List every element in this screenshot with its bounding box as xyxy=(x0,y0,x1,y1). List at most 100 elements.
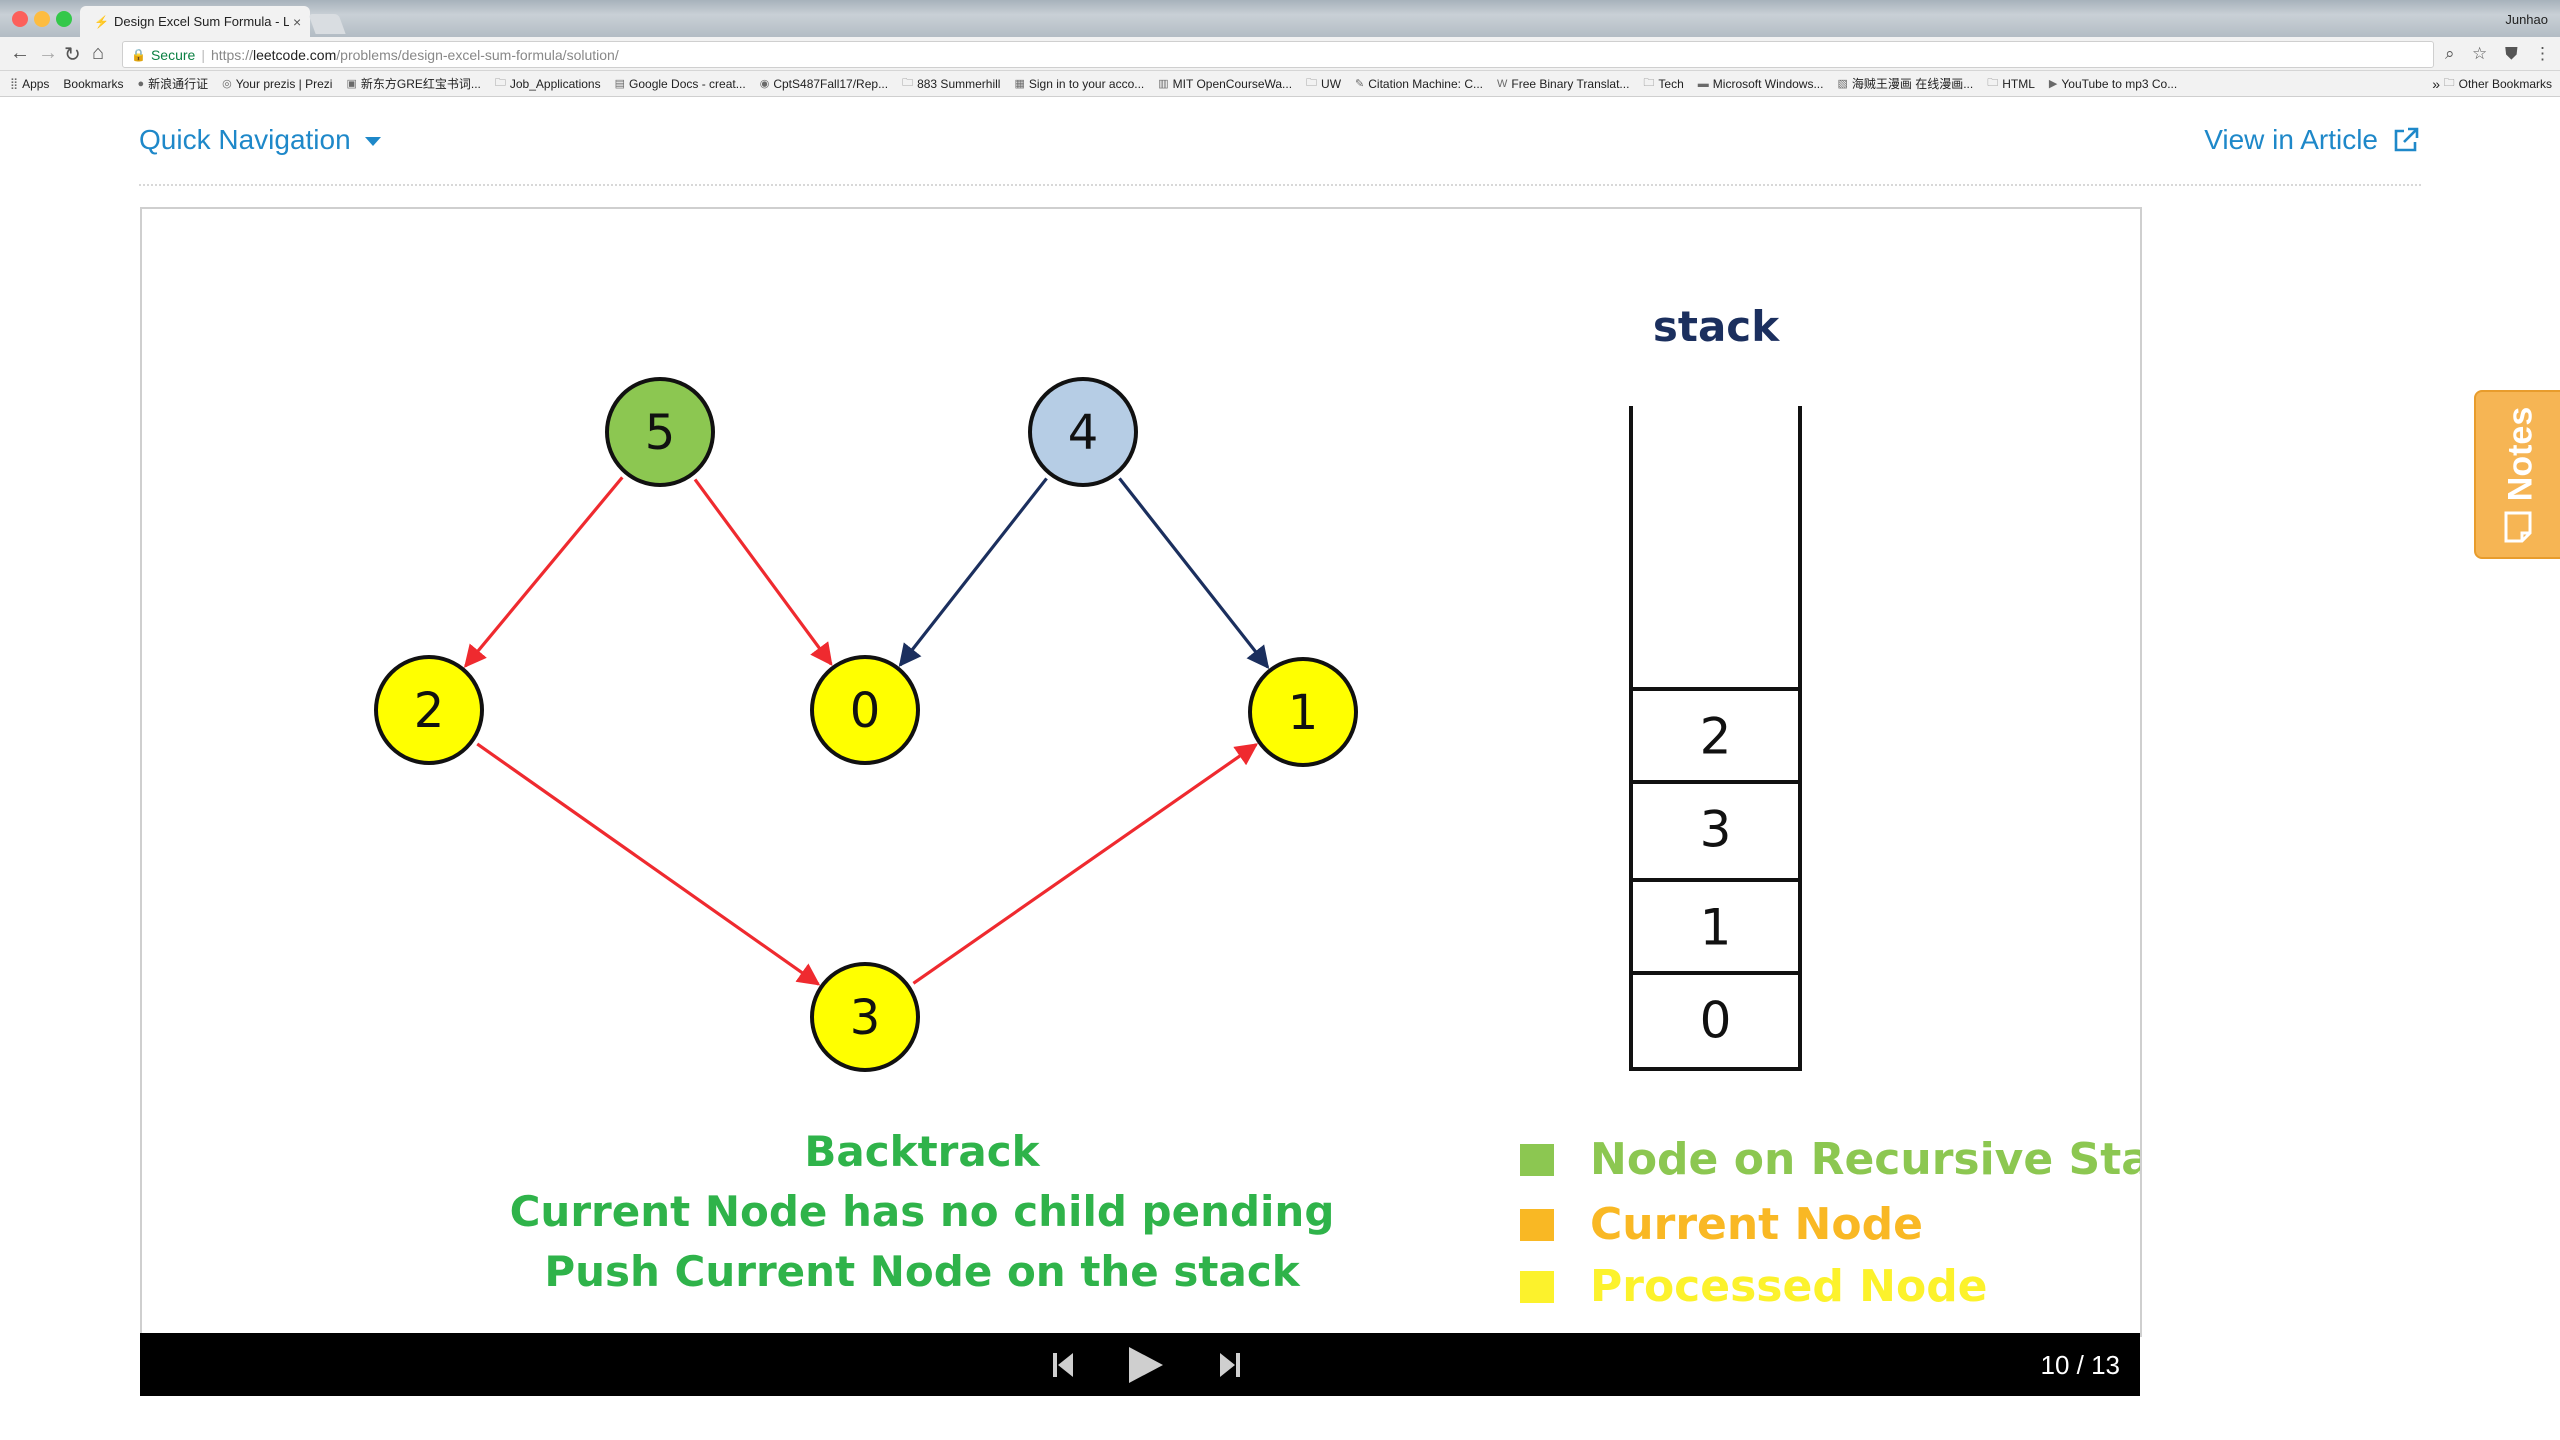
view-in-article-link[interactable]: View in Article xyxy=(2204,124,2420,156)
new-tab-button[interactable] xyxy=(308,14,346,34)
close-window-button[interactable] xyxy=(12,11,28,27)
stack-item: 0 xyxy=(1631,971,1800,1050)
github-icon: ◉ xyxy=(759,78,770,90)
folder-icon: 🗀 xyxy=(2443,77,2455,89)
edge-5-to-0 xyxy=(693,478,833,666)
bookmark-label: Bookmarks xyxy=(63,76,124,91)
edge-4-to-0 xyxy=(898,477,1048,667)
w-icon: W xyxy=(1496,77,1508,90)
zoom-window-button[interactable] xyxy=(56,11,72,27)
caption-line: Backtrack xyxy=(804,1127,1040,1176)
bookmark-item[interactable]: ▥MIT OpenCourseWa... xyxy=(1158,77,1292,91)
url-scheme: https:// xyxy=(210,46,253,63)
legend-label: Current Node xyxy=(1590,1199,1923,1250)
bookmark-item[interactable]: ▧海贼王漫画 在线漫画... xyxy=(1837,75,1973,92)
tab-close-icon[interactable]: × xyxy=(293,13,302,30)
bookmark-item[interactable]: ◉CptS487Fall17/Rep... xyxy=(760,77,888,91)
folder-icon: 🗀 xyxy=(1987,77,1999,89)
notes-tab[interactable]: Notes xyxy=(2474,390,2560,559)
bookmark-item[interactable]: 🗀Tech xyxy=(1643,74,1683,93)
play-icon xyxy=(1129,1346,1163,1383)
skip-back-icon xyxy=(1053,1352,1073,1377)
bookmark-label: Apps xyxy=(22,76,50,91)
browser-tab-strip: ⚡ Design Excel Sum Formula - Le × Junhao xyxy=(0,0,2560,37)
more-bookmarks-chevron-icon[interactable]: » xyxy=(2432,75,2440,92)
forward-arrow-icon[interactable]: → xyxy=(38,42,58,64)
legend-swatch xyxy=(1520,1144,1554,1176)
browser-tab-active[interactable]: ⚡ Design Excel Sum Formula - Le × xyxy=(80,6,310,37)
address-bar[interactable]: 🔒 Secure | https:// leetcode.com /proble… xyxy=(122,41,2434,68)
back-arrow-icon[interactable]: ← xyxy=(10,42,30,64)
caption-line: Current Node has no child pending xyxy=(510,1187,1335,1236)
menu-kebab-icon[interactable]: ⋮ xyxy=(2534,44,2551,63)
bookmark-item[interactable]: ▦Sign in to your acco... xyxy=(1014,77,1144,91)
bookmark-item[interactable]: 🗀UW xyxy=(1306,74,1341,93)
graph-node-5: 5 xyxy=(605,377,715,487)
node-circle xyxy=(605,377,715,487)
bookmark-label: Free Binary Translat... xyxy=(1511,76,1630,91)
bookmark-item[interactable]: ▣新东方GRE红宝书词... xyxy=(346,75,480,92)
bookmark-label: Your prezis | Prezi xyxy=(235,76,333,91)
previous-slide-button[interactable] xyxy=(1038,1333,1088,1396)
edge-2-to-3 xyxy=(476,742,821,986)
bookmark-label: YouTube to mp3 Co... xyxy=(2061,76,2178,91)
bookmark-label: MIT OpenCourseWa... xyxy=(1172,76,1293,91)
bookmark-item[interactable]: ●新浪通行证 xyxy=(137,75,208,92)
legend-item: Processed Node xyxy=(1520,1261,1988,1312)
reload-icon[interactable]: ↻ xyxy=(64,44,81,66)
quick-navigation-dropdown[interactable]: Quick Navigation xyxy=(139,124,381,156)
folder-icon: 🗀 xyxy=(902,77,914,89)
stack-item: 2 xyxy=(1631,687,1800,766)
bookmark-item[interactable]: ▬Microsoft Windows... xyxy=(1698,77,1824,91)
bookmark-item[interactable]: ◎Your prezis | Prezi xyxy=(222,77,332,91)
other-bookmarks-folder[interactable]: 🗀 Other Bookmarks xyxy=(2444,74,2552,93)
legend-label: Node on Recursive Stack xyxy=(1590,1134,2140,1185)
bookmark-item[interactable]: 🗀Job_Applications xyxy=(495,74,601,93)
bookmark-label: 883 Summerhill xyxy=(917,76,1001,91)
bookmark-star-icon[interactable]: ☆ xyxy=(2472,44,2488,63)
edge-3-to-1 xyxy=(912,743,1259,985)
bookmark-item[interactable]: ✎Citation Machine: C... xyxy=(1355,77,1483,91)
bookmark-item[interactable]: 🗀HTML xyxy=(1987,74,2035,93)
slide-page-counter: 10 / 13 xyxy=(2040,1350,2120,1380)
next-slide-button[interactable] xyxy=(1205,1333,1255,1396)
bookmark-label: 海贼王漫画 在线漫画... xyxy=(1851,77,1974,91)
node-circle xyxy=(374,655,484,765)
zoom-magnifier-icon[interactable]: ⌕ xyxy=(2445,44,2455,63)
bookmarks-bar: ⣿Apps Bookmarks ●新浪通行证 ◎Your prezis | Prezi… xyxy=(0,71,2560,97)
msn-icon: ▬ xyxy=(1697,77,1709,90)
youtube-icon: ▶ xyxy=(2048,78,2058,90)
bookmark-label: Citation Machine: C... xyxy=(1368,76,1483,91)
bookmark-item[interactable]: ▶YouTube to mp3 Co... xyxy=(2049,77,2177,91)
external-link-icon xyxy=(2394,127,2419,152)
bookmark-label: CptS487Fall17/Rep... xyxy=(773,76,889,91)
other-bookmarks-label: Other Bookmarks xyxy=(2458,76,2552,91)
caption-line: Push Current Node on the stack xyxy=(544,1247,1300,1296)
extension-shield-icon[interactable]: ⛊ xyxy=(2505,44,2518,63)
bookmark-item[interactable]: Bookmarks xyxy=(63,77,123,91)
legend-item: Node on Recursive Stack xyxy=(1520,1134,2140,1185)
weibo-icon: ● xyxy=(137,77,145,90)
bookmark-item[interactable]: ▤Google Docs - creat... xyxy=(615,77,746,91)
bookmark-label: HTML xyxy=(2002,76,2035,91)
node-label: 4 xyxy=(1068,405,1099,461)
quick-navigation-label: Quick Navigation xyxy=(139,124,351,155)
bookmark-item[interactable]: 🗀883 Summerhill xyxy=(902,74,1000,93)
node-circle xyxy=(810,962,920,1072)
bookmark-item[interactable]: ⣿Apps xyxy=(10,77,49,91)
legend-item: Current Node xyxy=(1520,1199,1923,1250)
stack-item: 3 xyxy=(1631,780,1800,859)
edge-5-to-2 xyxy=(463,476,624,668)
play-button[interactable] xyxy=(1115,1333,1175,1396)
view-in-article-label: View in Article xyxy=(2204,124,2378,155)
home-icon[interactable]: ⌂ xyxy=(92,42,105,64)
profile-name[interactable]: Junhao xyxy=(2505,12,2548,27)
bookmark-label: 新东方GRE红宝书词... xyxy=(360,77,481,91)
minimize-window-button[interactable] xyxy=(34,11,50,27)
bookmark-label: Sign in to your acco... xyxy=(1028,76,1145,91)
secure-label: Secure xyxy=(150,46,196,63)
node-label: 5 xyxy=(645,405,676,461)
